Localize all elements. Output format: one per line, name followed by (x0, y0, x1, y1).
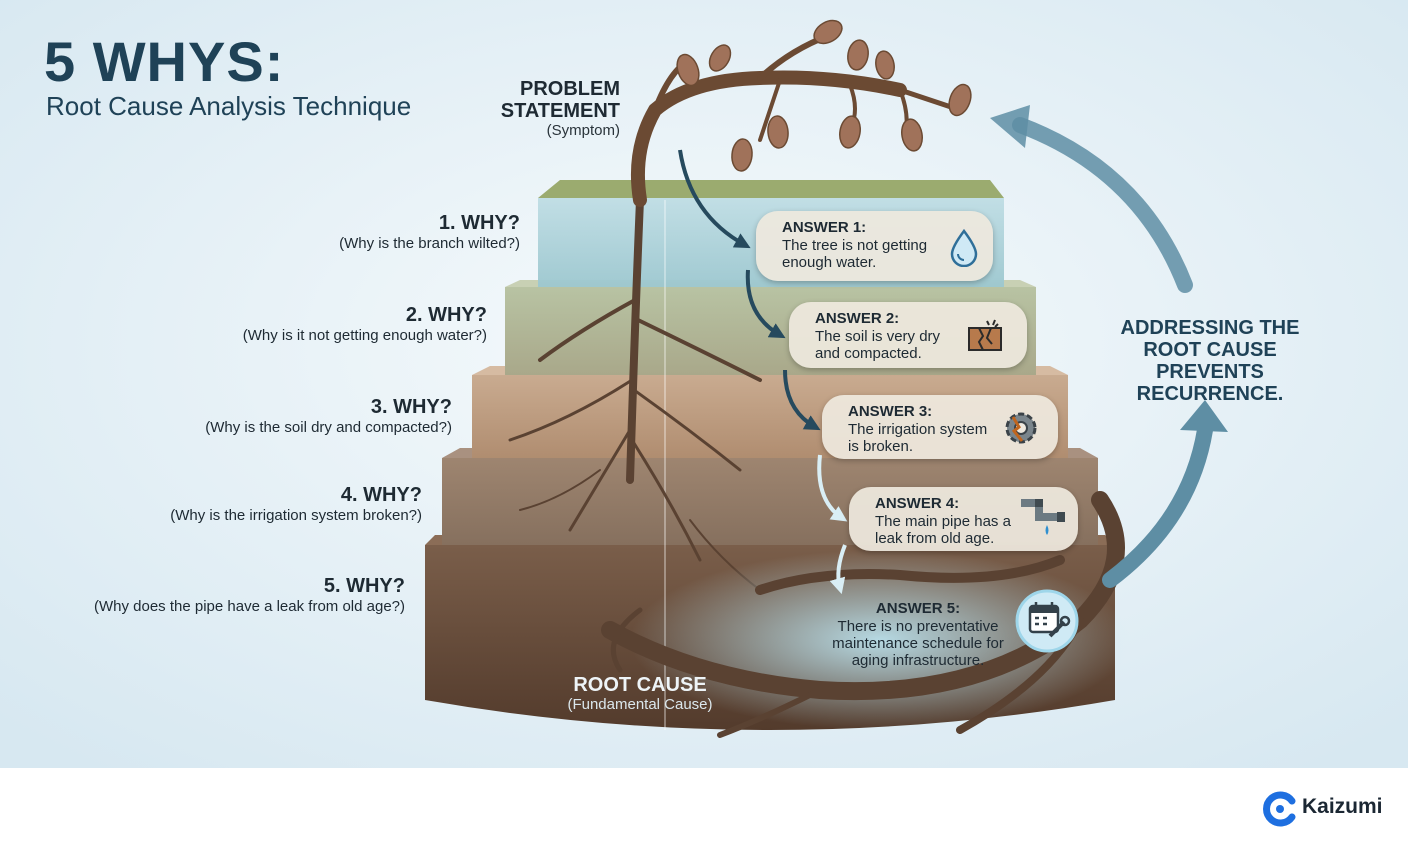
calendar-wrench-icon (1015, 589, 1079, 653)
why-4: 4. WHY? (Why is the irrigation system br… (140, 483, 422, 525)
why-1: 1. WHY? (Why is the branch wilted?) (300, 211, 520, 253)
why-2-question: (Why is it not getting enough water?) (242, 327, 487, 344)
water-drop-icon (950, 228, 978, 267)
footer (0, 768, 1408, 851)
why-2: 2. WHY? (Why is it not getting enough wa… (200, 303, 487, 345)
flow-arrows (678, 149, 848, 595)
why-5-question: (Why does the pipe have a leak from old … (93, 598, 405, 615)
why-3-label: 3. WHY? (370, 396, 452, 418)
problem-statement-subtitle: (Symptom) (546, 122, 620, 139)
answer-4-label: ANSWER 4: (875, 495, 960, 512)
cracked-soil-icon (968, 319, 1002, 351)
tree-roots (508, 196, 762, 591)
answer-3-label: ANSWER 3: (848, 403, 933, 420)
brand-name: Kaizumi (1302, 795, 1383, 818)
why-2-label: 2. WHY? (405, 304, 487, 326)
answer-2-text: The soil is very dry and compacted. (815, 328, 941, 362)
why-5-label: 5. WHY? (323, 575, 405, 597)
why-4-label: 4. WHY? (340, 484, 422, 506)
page-title: 5 WHYS: (44, 30, 285, 93)
root-cause-title: ROOT CAUSE (573, 674, 707, 696)
why-1-label: 1. WHY? (438, 212, 520, 234)
answer-5-text: There is no preventative maintenance sch… (832, 618, 1004, 669)
answer-1-card: ANSWER 1: The tree is not getting enough… (756, 211, 993, 281)
why-5: 5. WHY? (Why does the pipe have a leak f… (60, 574, 405, 616)
root-cause-subtitle: (Fundamental Cause) (567, 696, 713, 713)
answer-2-label: ANSWER 2: (815, 310, 900, 327)
cycle-arrow (990, 105, 1228, 588)
why-3-question: (Why is the soil dry and compacted?) (205, 419, 452, 436)
answer-3-card: ANSWER 3: The irrigation system is broke… (822, 395, 1058, 459)
broken-gear-icon (1005, 412, 1037, 444)
why-1-question: (Why is the branch wilted?) (339, 235, 520, 252)
why-4-question: (Why is the irrigation system broken?) (170, 507, 422, 524)
answer-2-card: ANSWER 2: The soil is very dry and compa… (789, 302, 1027, 368)
kaizumi-logo-icon (1263, 791, 1296, 827)
page-subtitle: Root Cause Analysis Technique (46, 91, 412, 121)
wilted-leaves (676, 19, 972, 172)
answer-4-text: The main pipe has a leak from old age. (875, 513, 1011, 547)
answer-1-text: The tree is not getting enough water. (782, 237, 928, 271)
why-3: 3. WHY? (Why is the soil dry and compact… (170, 395, 452, 437)
cycle-note: ADDRESSING THE ROOT CAUSE PREVENTS RECUR… (1120, 317, 1300, 405)
answer-4-card: ANSWER 4: The main pipe has a leak from … (849, 487, 1078, 551)
answer-3-text: The irrigation system is broken. (848, 421, 988, 455)
answer-5: ANSWER 5: There is no preventative maint… (818, 600, 1018, 669)
answer-1-label: ANSWER 1: (782, 219, 867, 236)
leaking-pipe-icon (1021, 499, 1065, 535)
problem-statement-title: PROBLEM STATEMENT (500, 78, 620, 122)
answer-5-label: ANSWER 5: (875, 600, 961, 617)
